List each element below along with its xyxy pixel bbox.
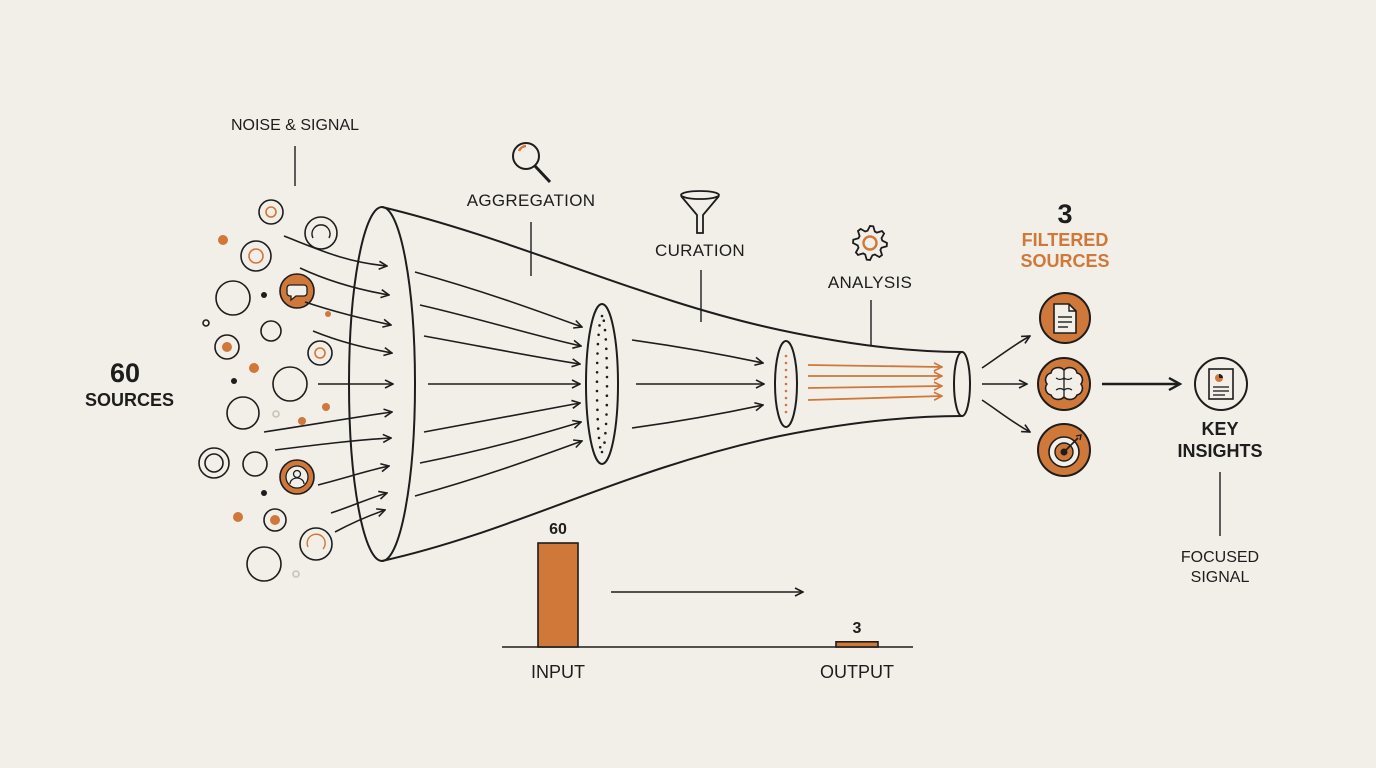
source-cloud — [198, 199, 338, 582]
source-circle — [263, 508, 287, 532]
source-circle — [214, 334, 240, 360]
bar-input — [537, 542, 579, 648]
magnifier-icon — [512, 142, 552, 184]
insights-label-line1: KEY — [1201, 419, 1239, 439]
outflow-arrows — [981, 336, 1030, 432]
noise-signal-label: NOISE & SIGNAL — [230, 117, 360, 134]
source-circle — [226, 396, 260, 430]
source-dot — [325, 311, 331, 317]
funnel-icon — [680, 190, 720, 234]
analysis-ring — [774, 340, 798, 428]
bar-value-label: 60 — [549, 521, 567, 538]
source-circle — [258, 199, 284, 225]
source-dot — [218, 235, 228, 245]
source-dot — [322, 403, 330, 411]
curation-ring — [585, 303, 619, 465]
source-dot — [233, 512, 243, 522]
focused-label-line2: SIGNAL — [1190, 569, 1250, 586]
user-avatar-icon — [279, 459, 315, 495]
source-circle — [215, 280, 251, 316]
report-icon — [1194, 357, 1248, 411]
source-dot — [261, 490, 267, 496]
source-dot — [231, 378, 237, 384]
bar-value-label: 3 — [853, 620, 862, 637]
source-dot — [249, 363, 259, 373]
filter-dots — [595, 314, 788, 454]
brain-icon — [1037, 357, 1091, 411]
filtered-count: 3 — [1057, 199, 1073, 229]
source-circle — [307, 340, 333, 366]
curation-arrows — [631, 339, 764, 429]
source-circle — [260, 320, 282, 342]
gear-icon — [852, 225, 888, 261]
source-dot — [272, 410, 280, 418]
bar-category-label: INPUT — [531, 662, 585, 682]
filtered-label-line2: SOURCES — [1020, 251, 1110, 271]
funnel-bottom-edge — [381, 415, 963, 562]
source-circle — [246, 546, 282, 582]
source-circle — [272, 366, 308, 402]
source-circle — [304, 216, 338, 250]
source-circle — [242, 451, 268, 477]
stage-aggregation-label: AGGREGATION — [466, 191, 596, 210]
leader-lines — [294, 146, 1221, 536]
source-circle — [240, 240, 272, 272]
chat-bubble-icon — [279, 273, 315, 309]
filtered-label-line1: FILTERED — [1021, 230, 1109, 250]
inflow-arrows — [263, 235, 393, 533]
bar-output — [835, 640, 879, 648]
source-circle — [299, 527, 333, 561]
source-dot — [292, 570, 300, 578]
aggregation-arrows — [414, 271, 582, 497]
funnel-spout — [953, 351, 971, 417]
source-circle — [198, 447, 230, 479]
source-dot — [298, 417, 306, 425]
stage-analysis-label: ANALYSIS — [827, 273, 913, 292]
insights-label-line2: INSIGHTS — [1177, 441, 1263, 461]
target-icon — [1037, 423, 1091, 477]
analysis-arrows — [807, 365, 942, 400]
source-dot — [202, 319, 210, 327]
focused-label-line1: FOCUSED — [1180, 549, 1260, 566]
funnel-top-edge — [381, 206, 963, 353]
sources-label: SOURCES — [85, 390, 175, 410]
bar-category-label: OUTPUT — [820, 662, 894, 682]
source-dot — [261, 292, 267, 298]
stage-curation-label: CURATION — [655, 241, 745, 260]
source-count: 60 — [109, 358, 141, 388]
document-icon — [1039, 292, 1091, 344]
